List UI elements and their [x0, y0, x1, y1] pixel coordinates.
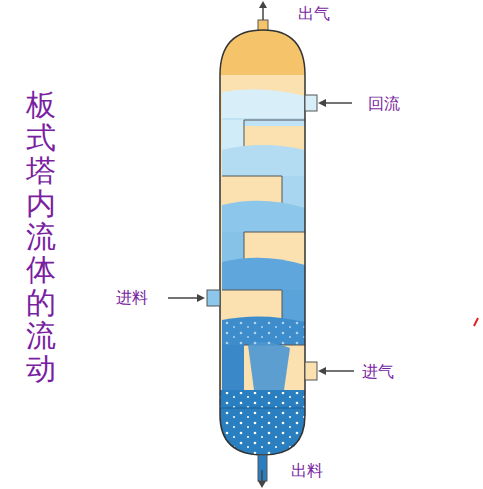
vertical-title: 板式塔内流体的流动	[26, 88, 56, 385]
stream-label: 回流	[368, 96, 400, 112]
stream-label: 进气	[362, 364, 394, 380]
stream-label: 出料	[291, 463, 323, 479]
stream-label: 进料	[116, 290, 148, 306]
stream-label: 出气	[298, 6, 330, 22]
